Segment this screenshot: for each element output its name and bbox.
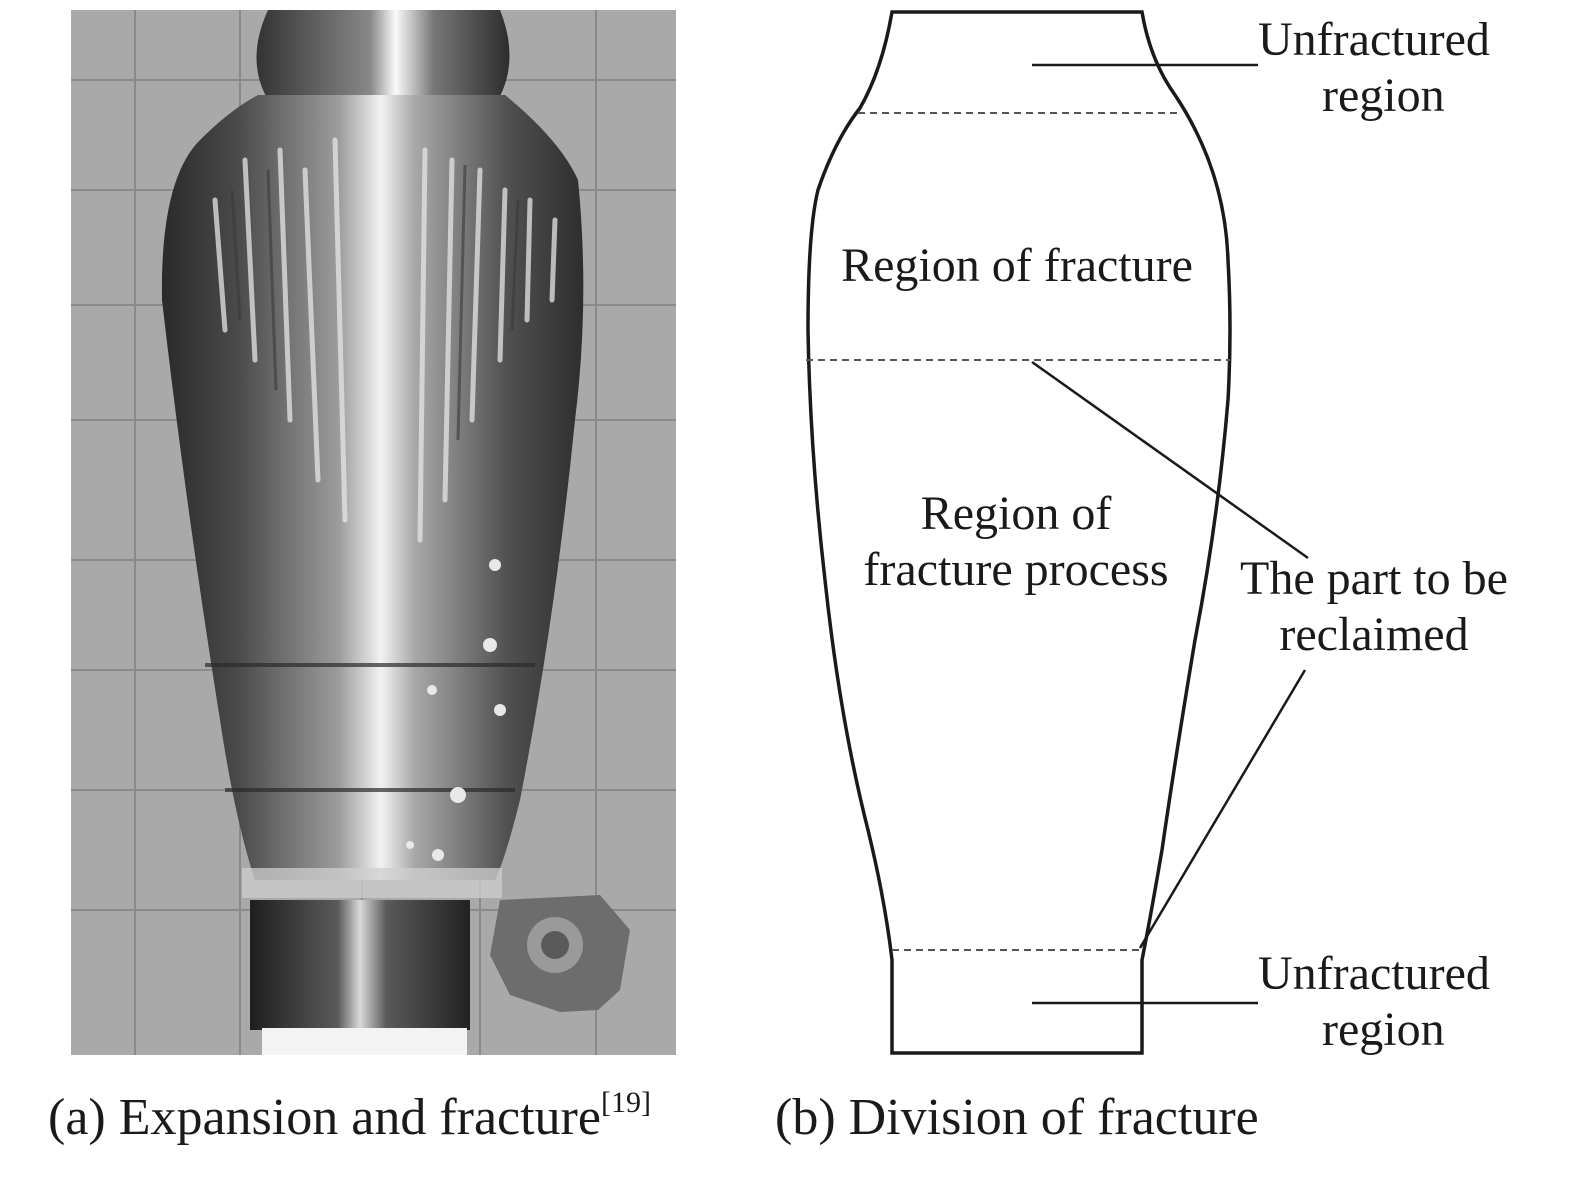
fixture-nut [490,895,630,1012]
clamp-ring [242,868,502,898]
surface-dots [406,559,506,861]
fracture-streaks [212,137,558,543]
band-marks [205,663,535,792]
projectile-top-cap [256,10,510,100]
expansion-fracture-photo [71,10,676,1055]
label-reclaimed-line1: The part to be [1240,552,1508,605]
label-part-to-be-reclaimed: The part to be reclaimed [1218,551,1530,663]
caption-panel-a-text: (a) Expansion and fracture [48,1089,601,1146]
base-plate [262,1028,467,1055]
caption-panel-b: (b) Division of fracture [775,1089,1259,1146]
label-unfractured-top-line1: Unfractured [1258,13,1490,66]
leader-lines [1031,63,1309,1005]
label-unfractured-top: Unfractured region [1258,12,1490,124]
leader-reclaimed-lower [1138,669,1307,949]
label-region-of-fracture: Region of fracture [841,239,1193,292]
caption-panel-a: (a) Expansion and fracture[19] [48,1088,651,1146]
caption-panel-a-reference: [19] [600,1086,651,1119]
projectile-base [250,900,470,1030]
label-fracture-process-line2: fracture process [863,543,1169,596]
label-reclaimed-line2: reclaimed [1279,608,1469,661]
label-unfractured-bottom-line2: region [1322,1003,1445,1056]
label-unfractured-bottom: Unfractured region [1258,946,1490,1058]
label-unfractured-top-line2: region [1322,69,1445,122]
fracture-division-diagram [806,10,1309,1055]
leader-reclaimed-upper [1031,360,1309,560]
label-unfractured-bottom-line1: Unfractured [1258,947,1490,1000]
fracture-cracks [230,164,520,441]
label-fracture-process-line1: Region of [920,487,1112,540]
label-fracture-process: Region of fracture process [838,486,1194,598]
shell-outline [806,10,1232,1055]
region-dividers [806,112,1230,951]
